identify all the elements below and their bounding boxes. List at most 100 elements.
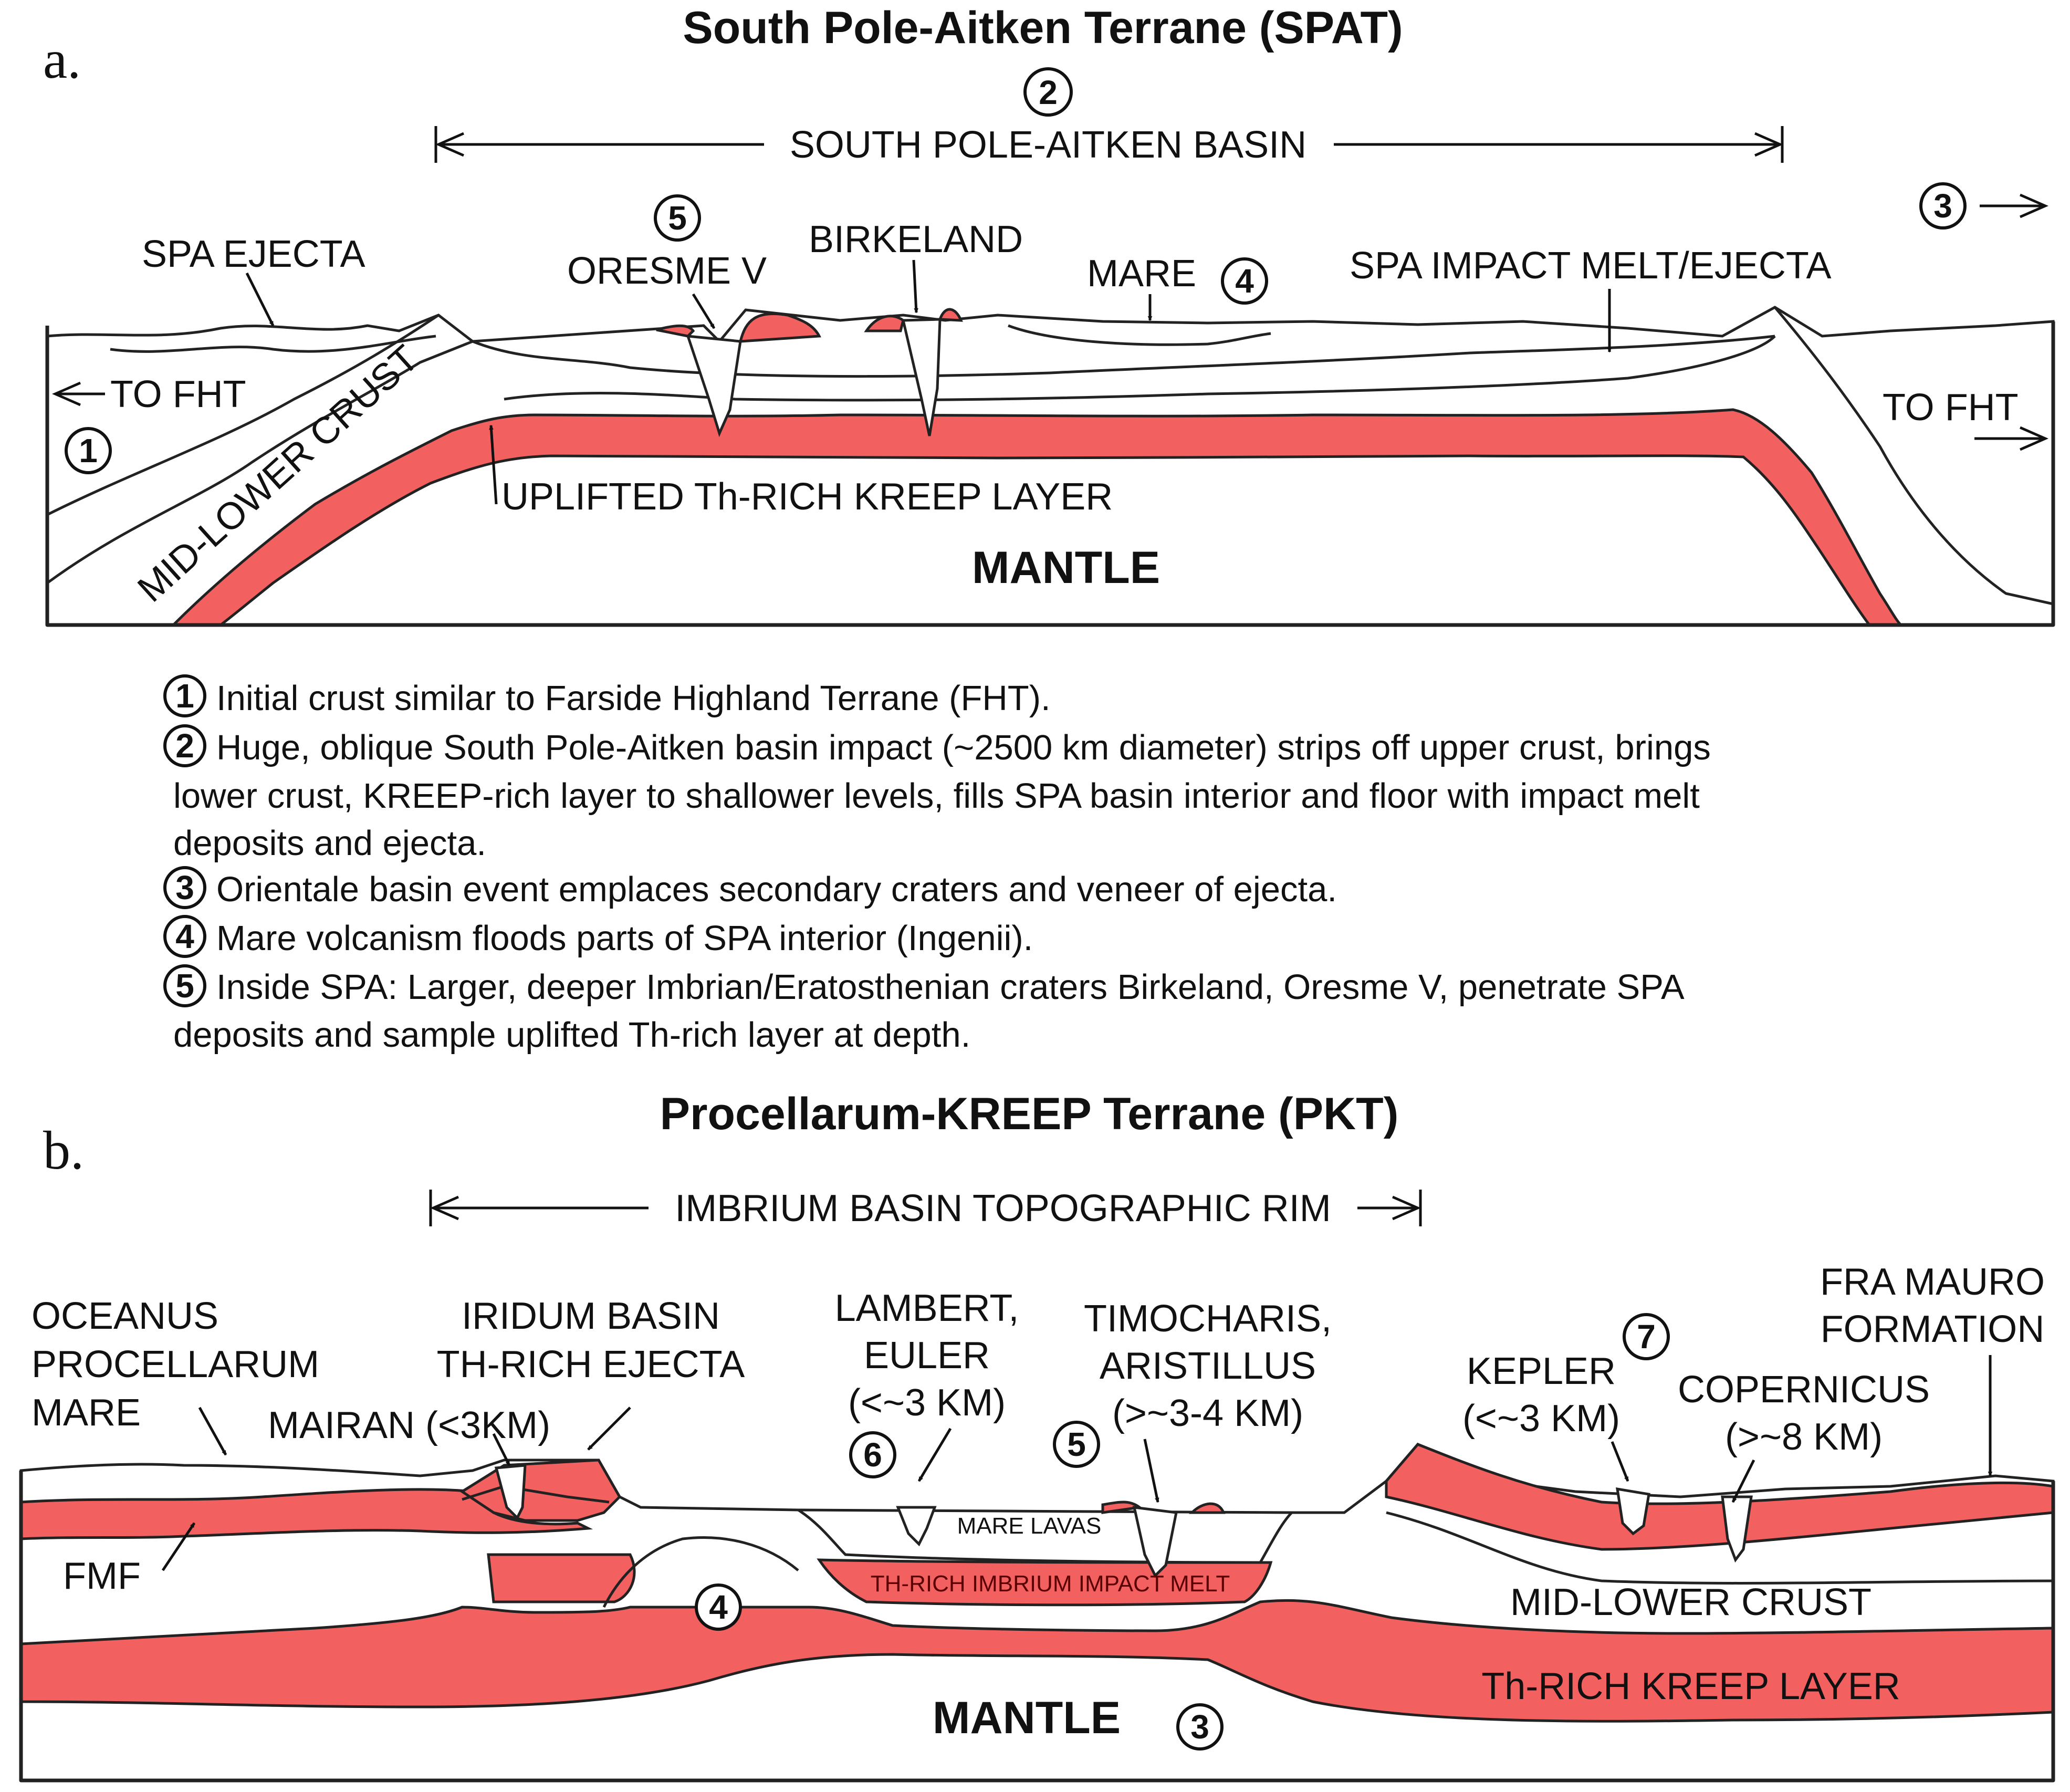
note-2-line-1: Huge, oblique South Pole-Aitken basin im… (216, 728, 1711, 767)
lambert-label-3: (<~3 KM) (848, 1382, 1006, 1424)
mantle-b-label: MANTLE (933, 1693, 1121, 1743)
copernicus-crater (1721, 1495, 1753, 1563)
note-2-number: 2 (175, 727, 194, 765)
note-5: 5 Inside SPA: Larger, deeper Imbrian/Era… (163, 964, 1685, 1055)
note-5-number: 5 (175, 967, 194, 1005)
marker-2 (1023, 67, 1073, 117)
lambert-arrow (917, 1428, 952, 1481)
note-4-number: 4 (175, 918, 194, 955)
marker-3-b-label: 3 (1190, 1708, 1209, 1746)
timocharis-crater (1132, 1506, 1178, 1578)
marker-7-label: 7 (1637, 1318, 1656, 1356)
note-2: 2 Huge, oblique South Pole-Aitken basin … (163, 724, 1711, 863)
oresme-v-crater (686, 335, 742, 437)
impact-melt-label: SPA IMPACT MELT/EJECTA (1350, 245, 1832, 287)
mantle-a-label: MANTLE (972, 543, 1160, 593)
kreep-a-label: UPLIFTED Th-RICH KREEP LAYER (501, 476, 1113, 518)
marker-4-a (1221, 257, 1268, 305)
oceanus-arrow (198, 1406, 227, 1455)
panel-b: b. Procellarum-KREEP Terrane (PKT) IMBRI… (19, 1089, 2055, 1783)
spa-surface (46, 306, 2055, 627)
rim-label: IMBRIUM BASIN TOPOGRAPHIC RIM (675, 1187, 1331, 1230)
panel-a: a. South Pole-Aitken Terrane (SPAT) 2 SO… (43, 3, 2055, 627)
marker-6 (849, 1431, 896, 1478)
marker-4-a-label: 4 (1235, 262, 1254, 300)
note-4-line-1: Mare volcanism floods parts of SPA inter… (216, 919, 1033, 958)
lambert-crater (896, 1506, 937, 1547)
mare-lavas-label: MARE LAVAS (957, 1513, 1102, 1539)
note-3: 3 Orientale basin event emplaces seconda… (163, 866, 1337, 909)
crust-boundary-right (1774, 306, 2054, 606)
kepler-crater (1616, 1487, 1650, 1536)
spa-ejecta-label: SPA EJECTA (142, 233, 365, 275)
timocharis-label-2: ARISTILLUS (1100, 1345, 1316, 1387)
mare-label: MARE (1087, 253, 1196, 295)
kepler-label-2: (<~3 KM) (1462, 1398, 1620, 1440)
spa-cross-section (45, 306, 2055, 627)
note-5-line-2: deposits and sample uplifted Th-rich lay… (173, 1015, 970, 1055)
note-2-line-2: lower crust, KREEP-rich layer to shallow… (173, 776, 1700, 816)
note-1-number: 1 (175, 677, 194, 715)
mairan-arrow (492, 1433, 511, 1465)
marker-2-label: 2 (1039, 74, 1058, 111)
fmf-arrow (161, 1522, 196, 1571)
mare-lens (1008, 324, 1271, 346)
impact-melt-b-label: TH-RICH IMBRIUM IMPACT MELT (871, 1571, 1230, 1597)
copernicus-label-2: (>~8 KM) (1725, 1416, 1883, 1458)
timocharis-label-3: (>~3-4 KM) (1112, 1392, 1303, 1434)
spa-frame (45, 321, 2055, 627)
copernicus-arrow (1731, 1459, 1755, 1502)
birkeland-arrow (912, 259, 916, 312)
marker-5-b-label: 5 (1067, 1425, 1086, 1463)
timocharis-label-1: TIMOCHARIS, (1084, 1298, 1332, 1340)
iridum-arrow (587, 1406, 631, 1451)
oceanus-label-3: MARE (32, 1392, 141, 1434)
oresme-ejecta-left (656, 324, 695, 338)
central-dome (602, 1536, 799, 1608)
birkeland-label: BIRKELAND (809, 218, 1023, 261)
marker-1-a-label: 1 (79, 432, 98, 470)
note-4: 4 Mare volcanism floods parts of SPA int… (163, 915, 1033, 958)
kepler-label-1: KEPLER (1467, 1350, 1616, 1392)
fmf-label: FMF (63, 1555, 141, 1597)
crust-boundary-upper-left (46, 314, 440, 516)
spa-kreep-layer (170, 408, 1905, 627)
oresme-label: ORESME V (567, 250, 767, 292)
oceanus-label-2: PROCELLARUM (32, 1343, 319, 1385)
kreep-a-arrow (491, 425, 498, 505)
marker-5-a-label: 5 (668, 199, 687, 237)
marker-5-b (1053, 1421, 1100, 1468)
oresme-ejecta-right (738, 312, 821, 343)
marker-4-b-label: 4 (709, 1588, 728, 1626)
birkeland-ejecta-right (938, 308, 963, 322)
marker-5-a (654, 194, 701, 242)
spa-ejecta-line (110, 335, 436, 353)
panel-b-letter: b. (43, 1120, 84, 1181)
mairan-label: MAIRAN (<3KM) (268, 1404, 550, 1446)
crust-boundary-lower-left (46, 340, 473, 585)
kepler-arrow (1611, 1441, 1629, 1481)
marker-3-a (1919, 182, 1967, 230)
birkeland-ejecta-left (864, 315, 905, 332)
marker-3-b (1176, 1703, 1224, 1751)
note-1-line-1: Initial crust similar to Farside Highlan… (216, 679, 1051, 718)
copernicus-label-1: COPERNICUS (1678, 1369, 1930, 1411)
marker-4-b (695, 1583, 742, 1631)
pkt-cross-section (19, 1442, 2055, 1783)
basin-label: SOUTH POLE-AITKEN BASIN (790, 124, 1306, 166)
marker-6-label: 6 (863, 1436, 882, 1474)
deep-kreep-layer (19, 1599, 2055, 1723)
mairan-crater (494, 1464, 527, 1520)
iridum-sub-block (487, 1553, 636, 1603)
oresme-arrow (692, 293, 716, 328)
note-1: 1 Initial crust similar to Farside Highl… (163, 674, 1051, 718)
panel-b-title: Procellarum-KREEP Terrane (PKT) (660, 1089, 1399, 1139)
to-fht-left-label: TO FHT (110, 373, 246, 415)
iridum-label-2: TH-RICH EJECTA (437, 1343, 745, 1385)
fra-mauro-label-1: FRA MAURO (1820, 1261, 2045, 1303)
note-3-line-1: Orientale basin event emplaces secondary… (216, 870, 1337, 909)
fmf-layer (19, 1488, 593, 1540)
panel-a-letter: a. (43, 29, 81, 90)
pkt-frame (19, 1471, 2055, 1783)
